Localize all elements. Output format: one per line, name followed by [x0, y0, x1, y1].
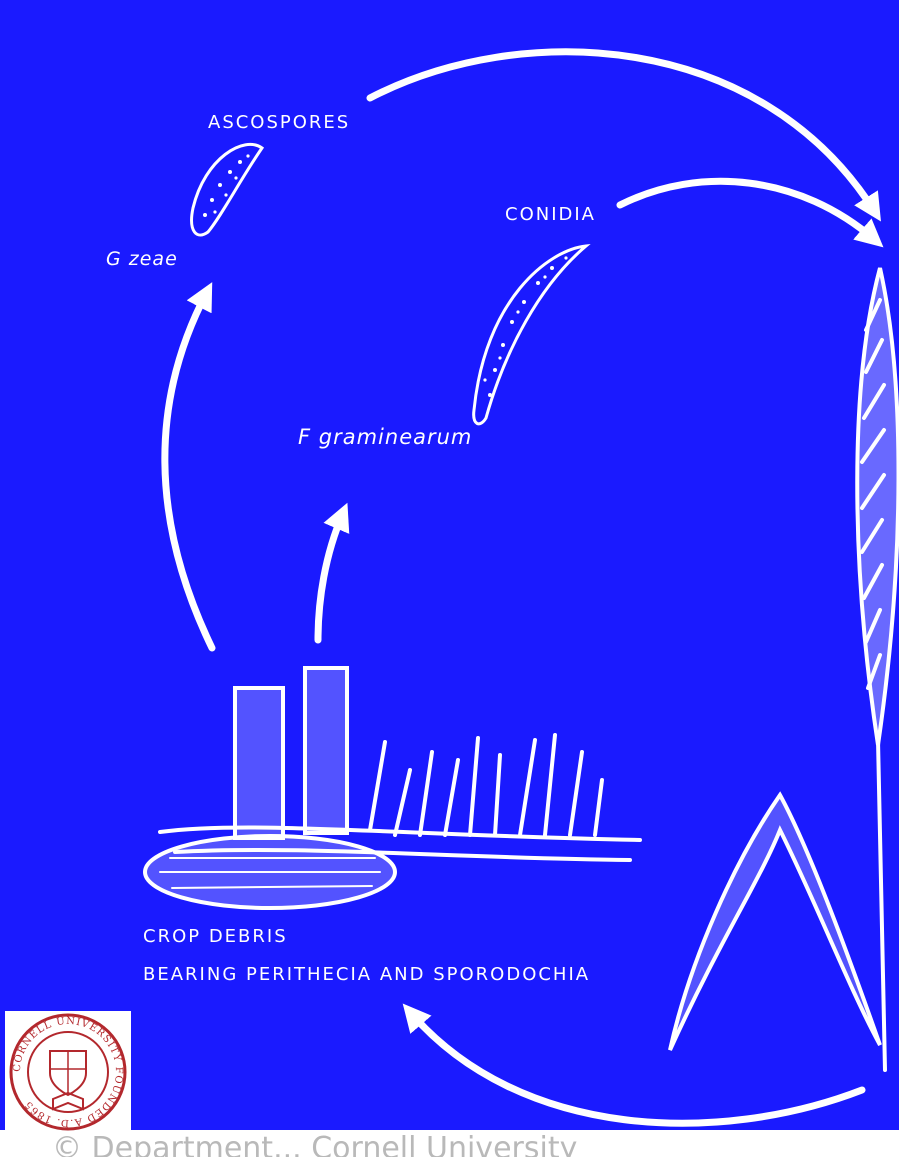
ascospores-label: ASCOSPORES — [208, 112, 350, 133]
corn-stalk-stub — [235, 688, 283, 838]
crop-debris-label: CROP DEBRIS — [143, 926, 288, 947]
corn-stalk-stub — [305, 668, 347, 833]
perithecia-sporodochia-label: BEARING PERITHECIA AND SPORODOCHIA — [143, 964, 590, 985]
slide-background — [0, 0, 899, 1130]
conidia-label: CONIDIA — [505, 204, 596, 225]
cornell-seal-logo: CORNELL UNIVERSITY FOUNDED A.D. 1865 — [5, 1011, 131, 1134]
photo-credit: © Department... Cornell University — [52, 1131, 692, 1157]
g-zeae-label: G zeae — [106, 248, 178, 270]
seal-graphic: CORNELL UNIVERSITY FOUNDED A.D. 1865 — [5, 1011, 131, 1134]
f-graminearum-label: F graminearum — [298, 425, 472, 449]
